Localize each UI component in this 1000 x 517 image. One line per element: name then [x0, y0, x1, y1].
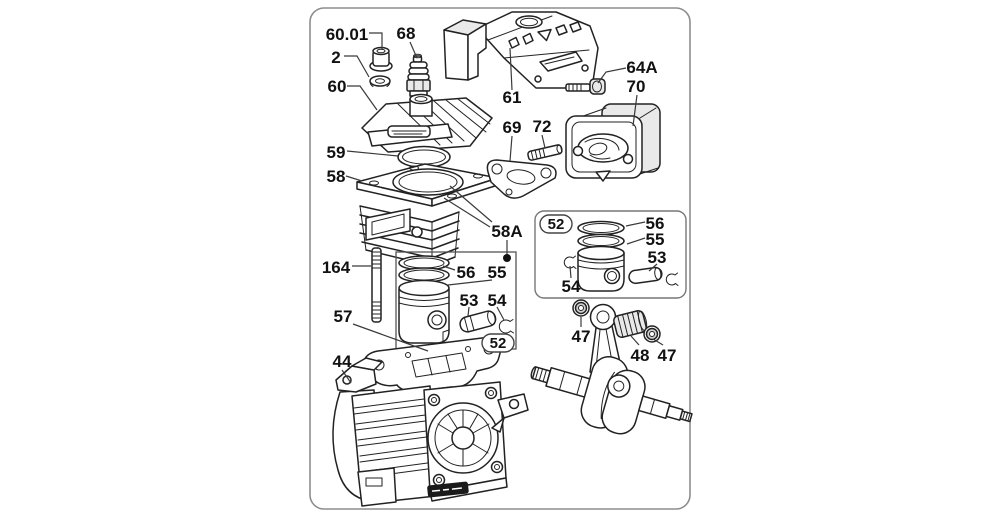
leader-59: [346, 150, 399, 157]
callout-label-53-inset: 53: [648, 248, 667, 267]
part-56-piston-ring: [398, 255, 450, 271]
part-72-stud: [527, 144, 563, 161]
group-52-piston-kit: [395, 251, 517, 350]
callout-label-47-left: 47: [572, 327, 591, 346]
callout-label-58: 58: [327, 167, 346, 186]
part-54-circlip: [498, 319, 514, 334]
part-58-cylinder: [356, 163, 499, 267]
part-60-01-collar-nut: [369, 46, 393, 72]
leader-60-01: [369, 32, 383, 50]
inset-52-piston-kit: [534, 210, 687, 299]
leader-58: [345, 175, 363, 182]
inset-box: [534, 210, 687, 299]
leader-68: [409, 41, 418, 59]
badge-52-inset-label: 52: [548, 216, 565, 233]
leader-61: [509, 47, 513, 91]
leader-58a-2: [443, 197, 491, 228]
part-70-muffler: [565, 103, 661, 182]
leader-55-inset: [626, 237, 646, 245]
callout-label-164: 164: [322, 258, 351, 277]
part-2-washer: [369, 75, 391, 87]
leader-47-right: [652, 338, 664, 346]
leader-60: [347, 85, 378, 111]
part-69-exhaust-gasket: [486, 159, 557, 199]
part-53-wrist-pin: [459, 310, 497, 333]
leader-64a: [597, 67, 627, 84]
callout-label-60: 60: [328, 77, 347, 96]
callout-label-55: 55: [488, 263, 507, 282]
badge-52-main-label: 52: [490, 335, 507, 352]
leader-2: [344, 55, 370, 78]
leader-54-inset: [569, 265, 572, 279]
part-54-circlip-inset: [563, 255, 577, 269]
part-52-piston: [398, 279, 450, 344]
part-164-stud: [371, 247, 382, 323]
callout-label-72: 72: [533, 117, 552, 136]
callout-label-2: 2: [331, 48, 340, 67]
callout-label-68: 68: [397, 24, 416, 43]
callout-label-60-01: 60.01: [326, 25, 369, 44]
part-44-crankcase: [332, 357, 529, 507]
callout-label-54: 54: [488, 291, 507, 310]
assembly-dot: [503, 254, 511, 262]
part-53-wrist-pin-inset: [628, 266, 663, 285]
callout-label-57: 57: [334, 307, 353, 326]
part-52-piston-inset: [577, 245, 625, 292]
part-47-washer-left: [572, 299, 590, 317]
part-54-circlip-inset-right: [665, 272, 679, 286]
callout-label-53: 53: [460, 291, 479, 310]
leader-56-inset: [625, 221, 646, 227]
callout-label-47-right: 47: [658, 346, 677, 365]
part-crankshaft: [530, 356, 693, 435]
callout-label-44: 44: [333, 352, 352, 371]
leader-44: [341, 369, 352, 384]
leader-53-inset: [648, 263, 658, 272]
part-47-washer-right: [643, 325, 661, 343]
part-56-piston-ring-inset: [577, 220, 625, 236]
callout-label-64a: 64A: [626, 58, 657, 77]
callout-label-69: 69: [503, 118, 522, 137]
callout-label-70: 70: [627, 77, 646, 96]
callout-label-58a: 58A: [491, 222, 522, 241]
part-55-piston-ring-inset: [577, 233, 625, 249]
callout-label-56: 56: [457, 263, 476, 282]
leader-53: [467, 306, 470, 317]
part-68-spark-plug: [406, 53, 431, 106]
leader-72: [541, 134, 546, 149]
callout-label-48: 48: [631, 346, 650, 365]
badge-52-main: 52: [481, 333, 515, 353]
part-61-shroud: [443, 11, 599, 89]
leader-56: [442, 265, 456, 271]
callout-label-61: 61: [503, 88, 522, 107]
leader-58a-1: [449, 185, 493, 223]
leader-57: [352, 323, 429, 352]
leader-70: [632, 94, 638, 127]
callout-label-54-inset: 54: [562, 277, 581, 296]
leader-55: [447, 279, 493, 286]
callout-label-56-inset: 56: [646, 214, 665, 233]
leader-69: [509, 135, 513, 162]
callout-label-59: 59: [327, 143, 346, 162]
callout-leaders: [341, 32, 664, 384]
leader-54: [496, 306, 505, 321]
badge-52-inset: 52: [539, 214, 573, 234]
leader-48: [630, 335, 640, 346]
callout-label-55-inset: 55: [646, 230, 665, 249]
part-60-cylinder-head: [361, 93, 493, 153]
part-64a-screw: [565, 78, 606, 95]
